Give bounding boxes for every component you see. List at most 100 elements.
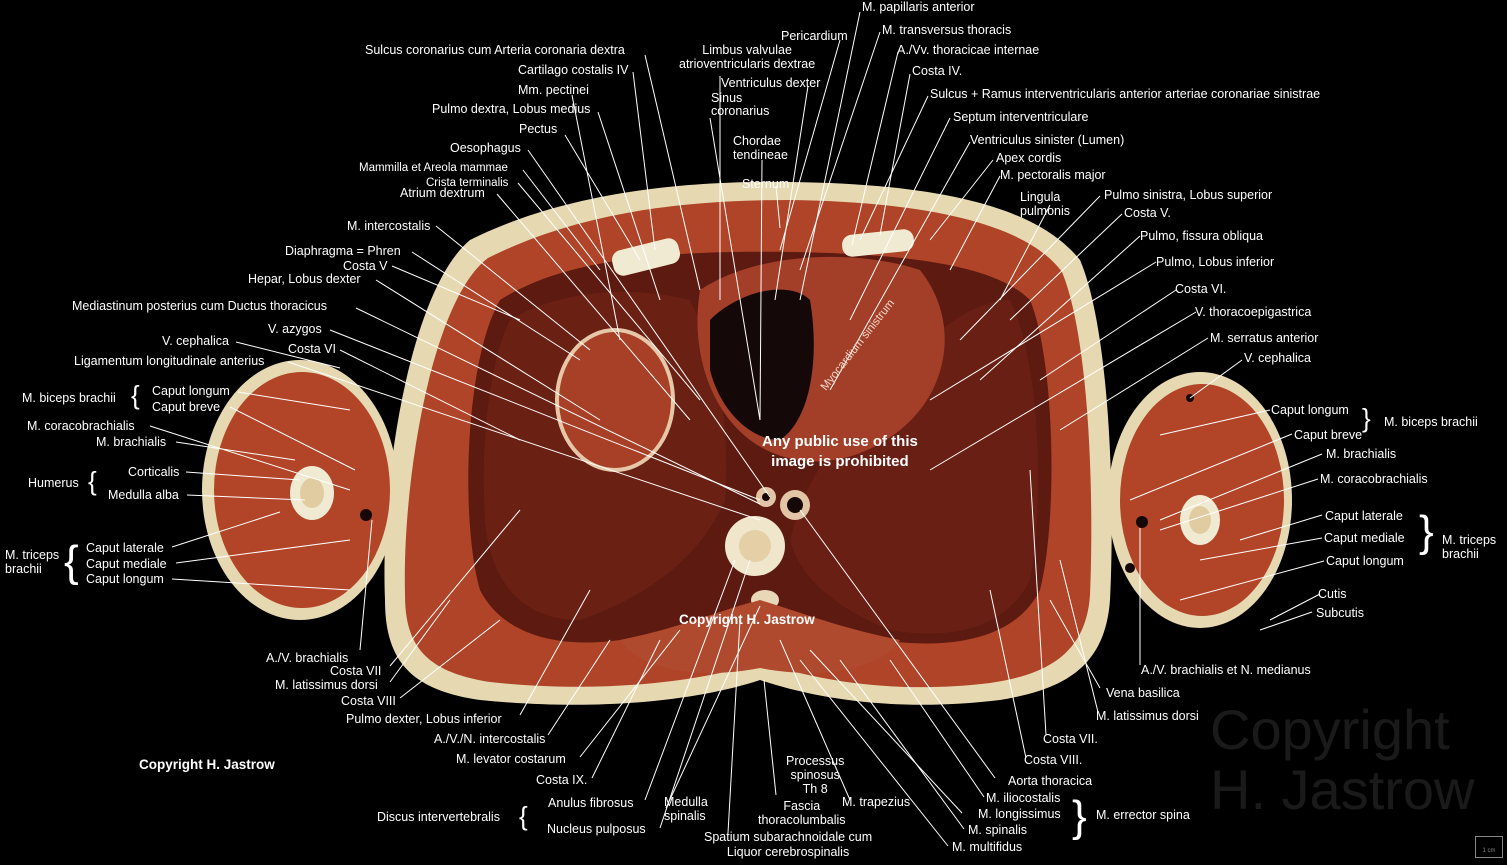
label-vena-basilica: Vena basilica xyxy=(1106,686,1180,700)
label-serratus: M. serratus anterior xyxy=(1210,331,1319,345)
label-caput-mediale-right: Caput mediale xyxy=(1324,531,1405,545)
label-thoracoepigastrica: V. thoracoepigastrica xyxy=(1195,305,1312,319)
label-costa-vii-left: Costa VII xyxy=(330,664,382,678)
label-cartilago-costalis: Cartilago costalis IV xyxy=(518,63,629,77)
label-caput-laterale-right: Caput laterale xyxy=(1325,509,1403,523)
label-oesophagus: Oesophagus xyxy=(450,141,521,155)
costal-cartilage-right xyxy=(842,229,914,257)
label-papillaris-anterior: M. papillaris anterior xyxy=(862,0,975,14)
brace-biceps-left: { xyxy=(131,380,140,410)
right-arm-vessel-2 xyxy=(1125,563,1135,573)
intervertebral-disc xyxy=(739,530,771,562)
label-medulla-spinalis: Medulla spinalis xyxy=(664,795,708,823)
heart-lumen xyxy=(710,289,814,440)
label-pulmo-lobus-inferior: Pulmo, Lobus inferior xyxy=(1156,255,1275,269)
label-fissura-obliqua: Pulmo, fissura obliqua xyxy=(1140,229,1263,243)
label-sternum: Sternum xyxy=(742,177,790,191)
label-costa-ix: Costa IX. xyxy=(536,773,588,787)
label-caput-longum-right1: Caput longum xyxy=(1271,403,1349,417)
label-ventriculus-sinister: Ventriculus sinister (Lumen) xyxy=(970,133,1125,147)
label-lingula-pulmonis: Lingula pulmonis xyxy=(1020,190,1071,218)
label-coracobrachialis-right: M. coracobrachialis xyxy=(1320,472,1428,486)
brace-triceps-right: } xyxy=(1419,507,1434,556)
label-sinus-coronarius: Sinus coronarius xyxy=(711,91,770,118)
copyright-center: Copyright H. Jastrow xyxy=(679,612,815,627)
label-trapezius: M. trapezius xyxy=(842,795,911,809)
label-costa-v-left: Costa V xyxy=(343,259,388,273)
label-nucleus-pulposus: Nucleus pulposus xyxy=(547,822,646,836)
label-av-brachialis-medianus: A./V. brachialis et N. medianus xyxy=(1141,663,1311,677)
label-humerus: Humerus xyxy=(28,476,79,490)
label-costa-vi-right: Costa VI. xyxy=(1175,282,1227,296)
label-levator-costarum: M. levator costarum xyxy=(456,752,566,766)
label-corticalis: Corticalis xyxy=(128,465,180,479)
label-limbus-valvulae: Limbus valvulae atrioventricularis dextr… xyxy=(679,43,816,71)
left-arm-vessel xyxy=(360,509,372,521)
label-mm-pectinei: Mm. pectinei xyxy=(518,83,589,97)
label-latissimus-left: M. latissimus dorsi xyxy=(275,678,378,692)
label-coracobrachialis-left: M. coracobrachialis xyxy=(27,419,135,433)
label-azygos: V. azygos xyxy=(268,322,322,336)
label-avn-intercostalis: A./V./N. intercostalis xyxy=(434,732,546,746)
left-humerus-marrow xyxy=(300,478,324,508)
label-septum: Septum interventriculare xyxy=(953,110,1089,124)
label-costa-viii-left: Costa VIII xyxy=(341,694,396,708)
aorta-lumen xyxy=(787,497,803,513)
label-aorta-thoracica: Aorta thoracica xyxy=(1008,774,1093,788)
label-crista-terminalis: Crista terminalis xyxy=(426,177,509,189)
label-sulcus-ramus: Sulcus + Ramus interventricularis anteri… xyxy=(930,87,1321,101)
label-pulmo-sinistra-superior: Pulmo sinistra, Lobus superior xyxy=(1104,188,1273,202)
label-caput-laterale-left: Caput laterale xyxy=(86,541,164,555)
label-mediastinum: Mediastinum posterius cum Ductus thoraci… xyxy=(72,299,327,313)
copyright-left: Copyright H. Jastrow xyxy=(139,757,275,772)
label-triceps-right: M. triceps brachii xyxy=(1442,533,1497,561)
label-multifidus: M. multifidus xyxy=(952,840,1023,854)
brace-triceps-left: { xyxy=(64,537,79,586)
label-sulcus-coronarius: Sulcus coronarius cum Arteria coronaria … xyxy=(365,43,625,57)
label-latissimus-right: M. latissimus dorsi xyxy=(1096,709,1199,723)
label-hepar: Hepar, Lobus dexter xyxy=(248,272,361,286)
label-medulla-alba: Medulla alba xyxy=(108,488,179,502)
label-apex-cordis: Apex cordis xyxy=(996,151,1062,165)
left-lung xyxy=(790,300,1039,634)
label-costa-iv-right: Costa IV. xyxy=(912,64,963,78)
back-muscles xyxy=(620,600,900,673)
label-thoracicae-internae: A./Vv. thoracicae internae xyxy=(897,43,1040,57)
label-subcutis: Subcutis xyxy=(1316,606,1364,620)
label-pulmo-dextra-medius: Pulmo dextra, Lobus medius xyxy=(432,102,591,116)
label-caput-longum-left2: Caput longum xyxy=(86,572,164,586)
label-biceps-left: M. biceps brachii xyxy=(22,391,116,405)
label-spatium-subarachnoidale: Spatium subarachnoidale cum Liquor cereb… xyxy=(704,830,873,859)
label-cephalica-right: V. cephalica xyxy=(1244,351,1311,365)
label-av-brachialis: A./V. brachialis xyxy=(266,651,349,665)
brace-humerus: { xyxy=(88,466,97,496)
oesophagus-lumen xyxy=(762,493,770,501)
label-processus-spinosus: Processus spinosus Th 8 xyxy=(786,754,845,796)
label-brachialis-right: M. brachialis xyxy=(1326,447,1397,461)
label-discus-intervertebralis: Discus intervertebralis xyxy=(377,810,500,824)
label-caput-mediale-left: Caput mediale xyxy=(86,557,167,571)
label-intercostalis: M. intercostalis xyxy=(347,219,431,233)
label-pectus: Pectus xyxy=(519,122,558,136)
label-transversus-thoracis: M. transversus thoracis xyxy=(882,23,1012,37)
label-diaphragma: Diaphragma = Phren xyxy=(285,244,401,258)
label-biceps-right: M. biceps brachii xyxy=(1384,415,1478,429)
brace-biceps-right: } xyxy=(1362,403,1371,433)
label-ligamentum: Ligamentum longitudinale anterius xyxy=(74,354,265,368)
liver-dome xyxy=(555,328,675,472)
scale-bar: 1 cm xyxy=(1475,836,1503,858)
label-chordae-tendineae: Chordae tendineae xyxy=(733,134,788,162)
label-cephalica-left: V. cephalica xyxy=(162,334,229,348)
label-triceps-left: M. triceps brachii xyxy=(5,548,60,576)
label-caput-breve-right: Caput breve xyxy=(1294,428,1363,442)
label-caput-longum-right2: Caput longum xyxy=(1326,554,1404,568)
ghost-watermark: Copyright H. Jastrow xyxy=(1210,698,1475,821)
leader-lines xyxy=(149,11,1325,847)
label-atrium-dextrum: Atrium dextrum xyxy=(400,186,485,200)
label-pectoralis-major: M. pectoralis major xyxy=(1000,168,1106,182)
label-longissimus: M. longissimus xyxy=(978,807,1061,821)
label-cutis: Cutis xyxy=(1318,587,1347,601)
label-pulmo-dexter-inferior: Pulmo dexter, Lobus inferior xyxy=(346,712,502,726)
right-arm-vessel xyxy=(1136,516,1148,528)
